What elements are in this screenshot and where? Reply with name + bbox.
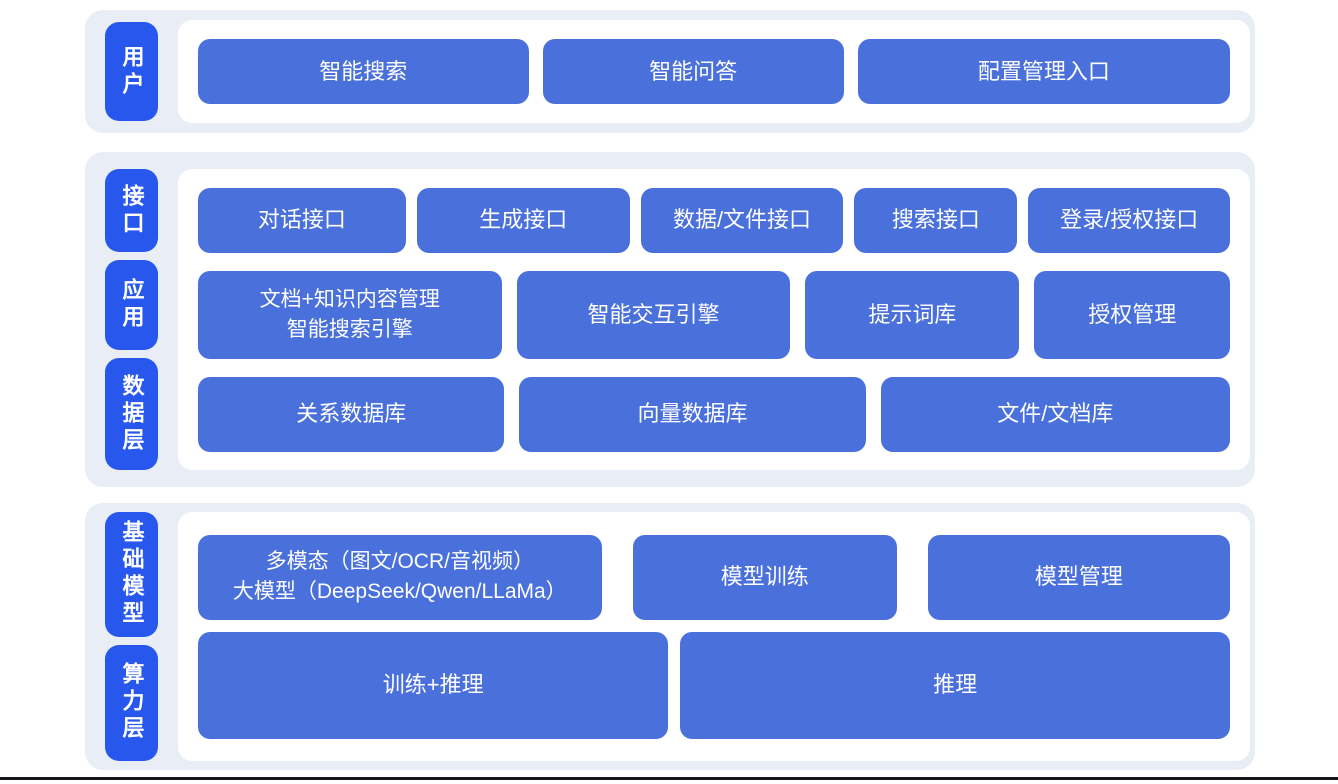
block-login-auth-api: 登录/授权接口 [1028,187,1230,253]
foundation-model-row: 多模态（图文/OCR/音视频） 大模型（DeepSeek/Qwen/LLaMa）… [198,534,1230,620]
block-model-training: 模型训练 [632,534,897,620]
block-doc-knowledge-search-engine: 文档+知识内容管理 智能搜索引擎 [198,270,502,359]
layer-label-user: 用户 [105,22,158,121]
block-inference: 推理 [680,631,1230,739]
platform-layers-panel: 对话接口 生成接口 数据/文件接口 搜索接口 登录/授权接口 文档+知识内容管理… [178,169,1250,470]
block-training-inference: 训练+推理 [198,631,669,739]
layer-label-compute: 算力层 [105,644,158,761]
bottom-divider-line [0,777,1338,780]
interface-layer-row: 对话接口 生成接口 数据/文件接口 搜索接口 登录/授权接口 [198,187,1230,253]
compute-layer-row: 训练+推理 推理 [198,631,1230,739]
diagram-stage: 用户 智能搜索 智能问答 配置管理入口 接口 应用 数据层 对话接口 生成接口 [85,10,1255,770]
layer-label-data: 数据层 [105,358,158,471]
block-doc-knowledge-search-engine-line2: 智能搜索引擎 [286,317,413,341]
layer-label-interface: 接口 [105,169,158,253]
block-doc-knowledge-search-engine-line1: 文档+知识内容管理 [259,287,440,311]
block-authorization-management: 授权管理 [1034,270,1230,359]
user-layer-group: 用户 智能搜索 智能问答 配置管理入口 [85,10,1255,133]
infra-layers-labels-column: 基础模型 算力层 [85,512,178,761]
block-vector-db: 向量数据库 [519,376,866,452]
platform-layers-group: 接口 应用 数据层 对话接口 生成接口 数据/文件接口 搜索接口 登录/授权接口… [85,152,1255,487]
block-relational-db: 关系数据库 [198,376,505,452]
user-layer-labels-column: 用户 [85,20,178,123]
block-data-file-api: 数据/文件接口 [640,187,844,253]
block-multimodal-llm-line1: 多模态（图文/OCR/音视频） [265,550,534,573]
layer-label-application: 应用 [105,260,158,351]
block-model-management: 模型管理 [927,534,1230,620]
block-file-doc-store: 文件/文档库 [880,376,1230,452]
user-layer-panel: 智能搜索 智能问答 配置管理入口 [178,20,1250,123]
data-layer-row: 关系数据库 向量数据库 文件/文档库 [198,376,1230,452]
block-multimodal-llm: 多模态（图文/OCR/音视频） 大模型（DeepSeek/Qwen/LLaMa） [198,534,602,620]
block-generation-api: 生成接口 [416,187,630,253]
block-smart-qa: 智能问答 [542,39,844,104]
block-config-management-entry: 配置管理入口 [857,39,1230,104]
infra-layers-group: 基础模型 算力层 多模态（图文/OCR/音视频） 大模型（DeepSeek/Qw… [85,503,1255,770]
platform-layers-labels-column: 接口 应用 数据层 [85,169,178,471]
layer-label-foundation-model: 基础模型 [105,512,158,637]
block-multimodal-llm-line2: 大模型（DeepSeek/Qwen/LLaMa） [232,580,567,603]
block-smart-search: 智能搜索 [198,39,529,104]
application-layer-row: 文档+知识内容管理 智能搜索引擎 智能交互引擎 提示词库 授权管理 [198,270,1230,359]
infra-layers-panel: 多模态（图文/OCR/音视频） 大模型（DeepSeek/Qwen/LLaMa）… [178,512,1250,761]
block-dialog-api: 对话接口 [198,187,406,253]
block-interaction-engine: 智能交互引擎 [516,270,791,359]
block-prompt-library: 提示词库 [805,270,1020,359]
user-layer-row: 智能搜索 智能问答 配置管理入口 [198,39,1230,104]
block-search-api: 搜索接口 [854,187,1018,253]
